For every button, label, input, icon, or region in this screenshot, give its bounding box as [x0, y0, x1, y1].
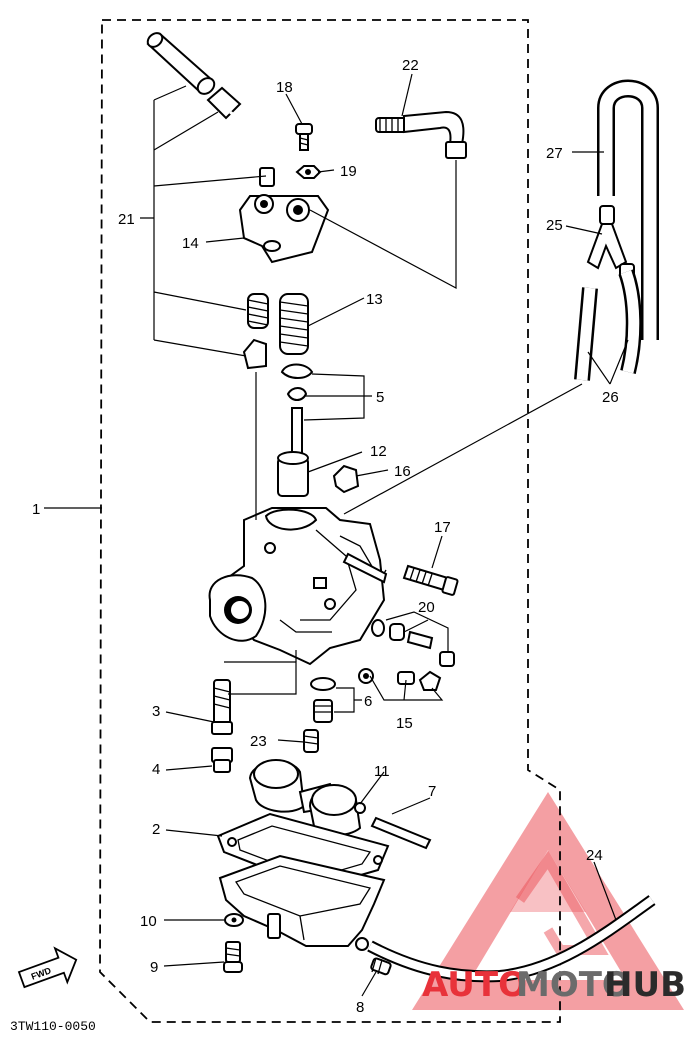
- callout-2: 2: [152, 821, 160, 838]
- callout-24: 24: [586, 847, 603, 864]
- leader-lines: [44, 73, 629, 997]
- fitting-22: [375, 110, 467, 159]
- idle-screw-set: [358, 668, 442, 691]
- callout-10: 10: [140, 913, 157, 930]
- throttle-valve-12: [277, 451, 309, 497]
- mixing-chamber-cap: [238, 194, 330, 264]
- needle-spring: [247, 293, 269, 329]
- callout-6: 6: [364, 693, 372, 710]
- vent-hose-assembly: [574, 79, 659, 381]
- callout-19: 19: [340, 163, 357, 180]
- pilot-screw-set: [371, 619, 455, 667]
- screw-9: [223, 941, 243, 973]
- callout-8: 8: [356, 999, 364, 1016]
- svg-text:MOTO: MOTO: [516, 965, 631, 1005]
- pilot-jet-23: [303, 729, 319, 753]
- carburetor-body: [208, 507, 388, 666]
- callout-3: 3: [152, 703, 160, 720]
- watermark-text: AUTO MOTO HUB: [422, 965, 686, 1005]
- washer-10: [224, 913, 244, 927]
- callout-5: 5: [376, 389, 384, 406]
- callout-15: 15: [396, 715, 413, 732]
- callout-14: 14: [182, 235, 199, 252]
- float-pin-7: [370, 816, 432, 850]
- cap-16: [332, 464, 360, 494]
- jet-6: [310, 677, 336, 723]
- screw-18: [295, 123, 313, 151]
- callout-26: 26: [602, 389, 619, 406]
- needle-jet-3: [211, 679, 233, 735]
- throttle-cable-parts: [146, 32, 275, 187]
- watermark-logo: [412, 792, 684, 1010]
- callout-16: 16: [394, 463, 411, 480]
- float-chamber: [218, 854, 386, 951]
- callout-11: 11: [374, 763, 390, 780]
- svg-text:AUTO: AUTO: [422, 965, 527, 1005]
- throttle-stop-screw: [402, 564, 459, 596]
- callout-1: 1: [32, 501, 40, 518]
- svg-text:HUB: HUB: [604, 965, 686, 1005]
- float-11: [248, 759, 366, 837]
- main-jet-4: [211, 747, 233, 773]
- callout-23: 23: [250, 733, 267, 750]
- callout-labels: 1 2 3 4 5 6 7 8 9 10 11 12 13 14 15 16 1…: [32, 57, 619, 1016]
- throttle-spring-13: [279, 293, 309, 355]
- callout-9: 9: [150, 959, 158, 976]
- nut-19: [295, 165, 322, 179]
- jet-needle-set: [280, 363, 314, 459]
- callout-21: 21: [118, 211, 135, 228]
- callout-18: 18: [276, 79, 293, 96]
- overflow-hose-24: [367, 895, 656, 983]
- drain-screw-8: [370, 957, 392, 976]
- callout-4: 4: [152, 761, 160, 778]
- callout-27: 27: [546, 145, 563, 162]
- callout-13: 13: [366, 291, 383, 308]
- callout-12: 12: [370, 443, 387, 460]
- callout-25: 25: [546, 217, 563, 234]
- cable-holder: [242, 338, 267, 370]
- fwd-arrow-badge: FWD: [17, 946, 78, 989]
- gasket-2: [216, 812, 390, 890]
- diagram-code: 3TW110-0050: [10, 1019, 96, 1034]
- callout-7: 7: [428, 783, 436, 800]
- callout-17: 17: [434, 519, 451, 536]
- callout-20: 20: [418, 599, 435, 616]
- callout-22: 22: [402, 57, 419, 74]
